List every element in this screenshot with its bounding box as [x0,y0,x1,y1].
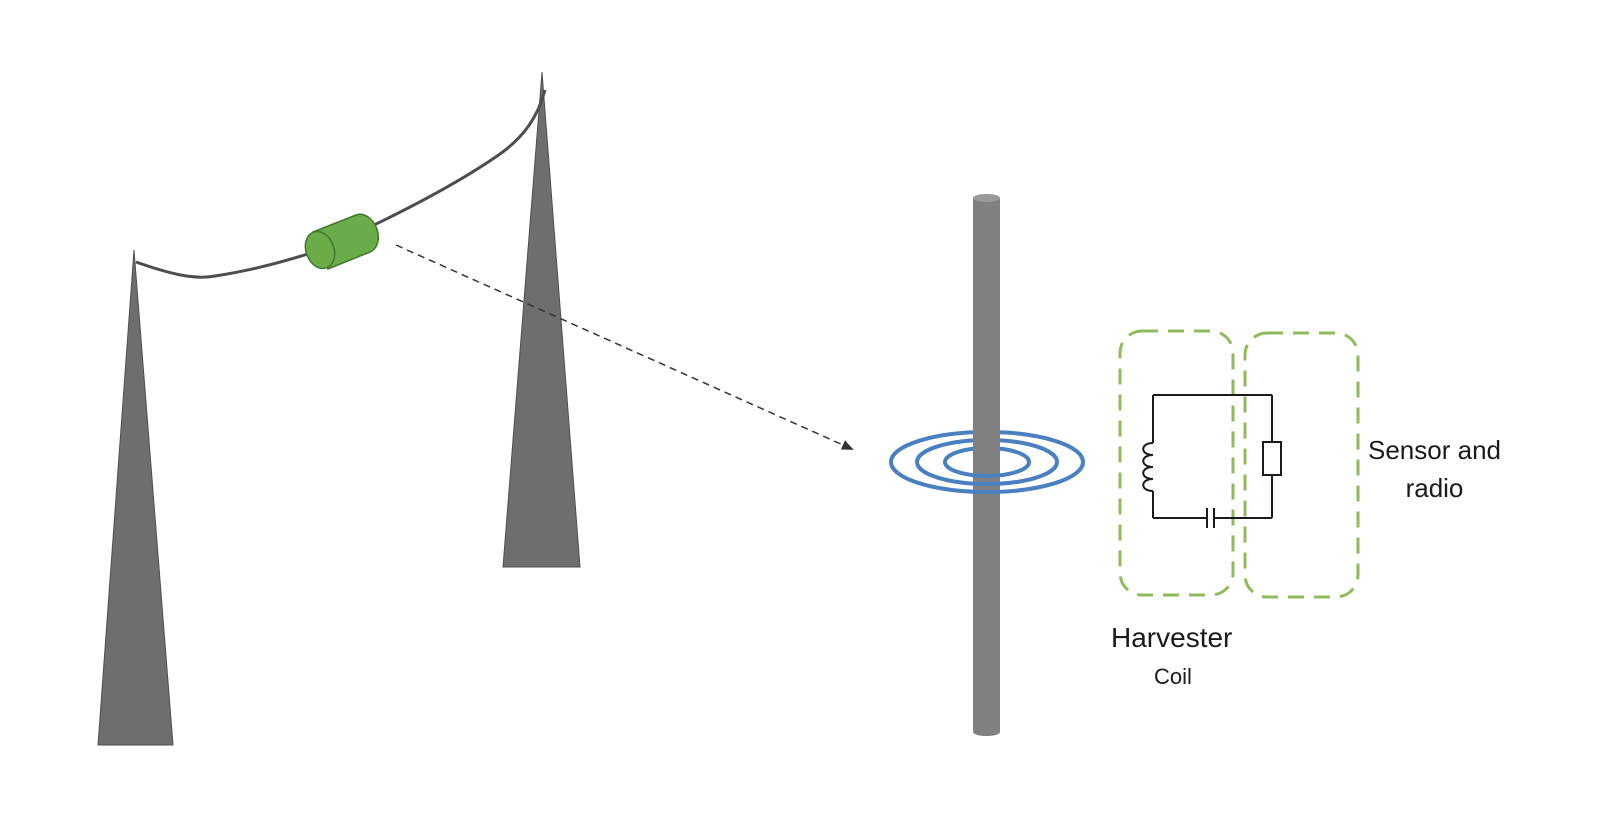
sensor-and-radio-label: Sensor and radio [1368,431,1501,507]
circuit [1142,394,1282,528]
magnetic-field-rings-front [889,461,1085,494]
capacitor-icon [1206,508,1215,528]
conductor-rod [973,194,1000,736]
resistor-icon [1262,441,1282,476]
sensor-dashed-box [1243,331,1360,599]
power-line [135,89,547,279]
sensor-label-line2: radio [1405,473,1464,503]
harvester-label: Harvester [1111,622,1233,653]
right-tower [502,71,581,568]
coil-label: Coil [1154,664,1192,689]
line-sensor-device [304,213,380,270]
device-end-cap [304,230,336,270]
inductor-icon [1142,442,1154,492]
zoom-arrow [395,244,854,450]
left-tower [97,249,174,746]
sensor-label-line1: Sensor and [1368,435,1501,465]
harvester-dashed-box [1118,329,1235,597]
